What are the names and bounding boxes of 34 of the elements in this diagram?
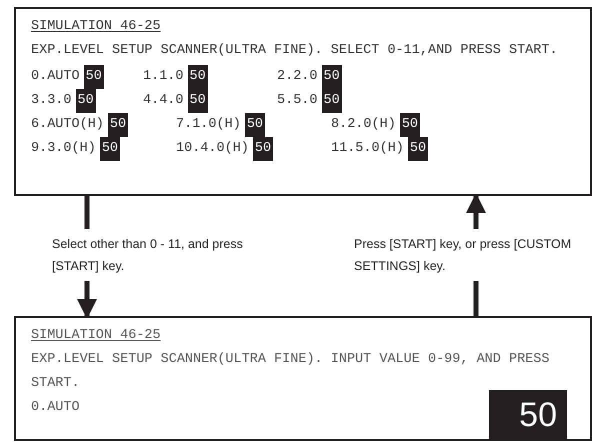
option-label: 1.1.0 [143, 68, 184, 86]
option-label: 0.AUTO [31, 400, 80, 415]
option-label: 4.4.0 [143, 92, 184, 110]
value-display: 50 [489, 390, 567, 440]
option-label: 7.1.0(H) [176, 116, 241, 134]
screen-box [14, 316, 592, 441]
value-highlight: 50 [108, 113, 128, 137]
option-label: 11.5.0(H) [331, 140, 404, 158]
value-highlight: 50 [322, 65, 342, 89]
value-highlight: 50 [408, 137, 428, 161]
value-highlight: 50 [252, 137, 274, 161]
value-highlight: 50 [244, 113, 266, 137]
screen-title: SIMULATION 46-25 [31, 328, 161, 343]
screen-box [14, 7, 592, 196]
value-highlight: 50 [100, 137, 120, 161]
edge-label: Select other than 0 - 11, and press [START] key. [52, 236, 244, 275]
option-label: 6.AUTO(H) [31, 116, 104, 134]
value-highlight: 50 [84, 65, 104, 89]
option-label: 5.5.0 [277, 92, 318, 110]
option-label: 2.2.0 [277, 68, 318, 86]
option-label: 3.3.0 [31, 92, 72, 110]
instruction-text: EXP.LEVEL SETUP SCANNER(ULTRA FINE). SELECT 0-11,AND PRESS START. [31, 42, 559, 60]
edge-label: Press [START] key, or press [CUSTOM SETTINGS] key. [354, 236, 572, 275]
value-highlight: 50 [400, 113, 420, 137]
value-highlight: 50 [188, 89, 208, 113]
value-highlight: 50 [322, 89, 342, 113]
option-label: 9.3.0(H) [31, 140, 96, 158]
option-label: 10.4.0(H) [176, 140, 249, 158]
value-highlight: 50 [76, 89, 96, 113]
screen-title: SIMULATION 46-25 [31, 19, 161, 34]
option-label: 0.AUTO [31, 68, 80, 86]
value-highlight: 50 [188, 65, 208, 89]
option-label: 8.2.0(H) [331, 116, 396, 134]
instruction-text: EXP.LEVEL SETUP SCANNER(ULTRA FINE). INPUT VALUE 0-99, AND PRESS START. [31, 351, 550, 393]
